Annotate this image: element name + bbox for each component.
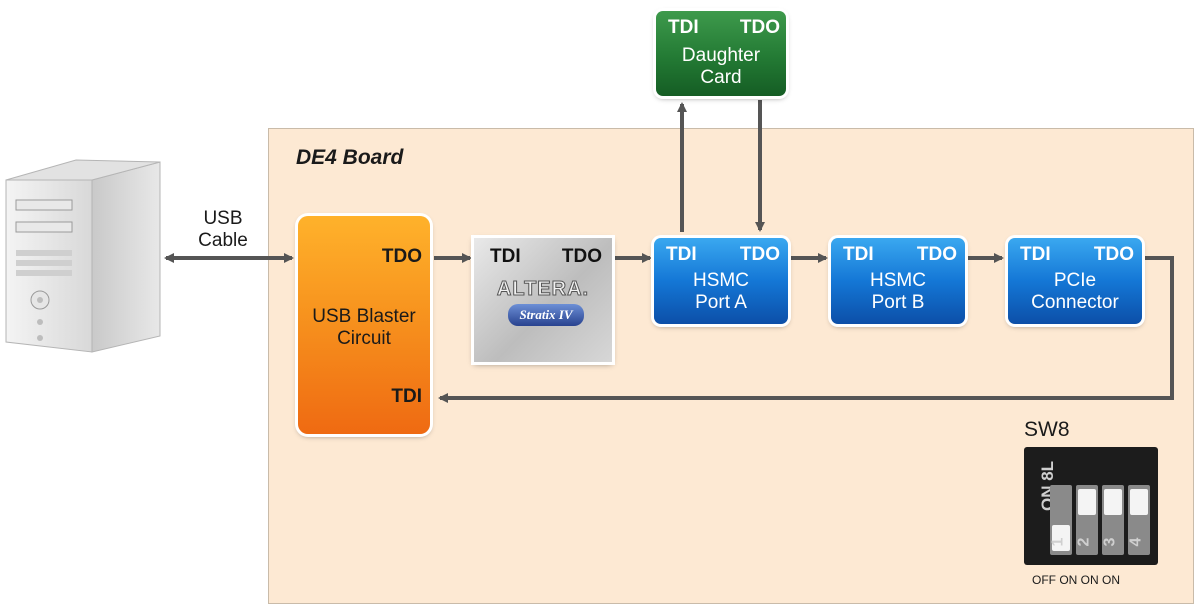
fpga-chip-block: TDI TDO ALTERA. Stratix IV xyxy=(474,238,612,362)
switch-states-caption: OFF ON ON ON xyxy=(1032,573,1120,587)
dip-number-1: 1 xyxy=(1049,537,1067,547)
blaster-name-line1: USB Blaster xyxy=(312,306,416,327)
dip-knob-2 xyxy=(1078,489,1096,515)
pcie-name-line2: Connector xyxy=(1031,292,1119,313)
altera-logo: ALTERA. xyxy=(496,278,590,301)
board-title: DE4 Board xyxy=(296,146,404,169)
hsmc-a-tdo-label: TDO xyxy=(739,244,780,265)
blaster-tdi-label: TDI xyxy=(391,386,422,407)
pcie-tdi-label: TDI xyxy=(1020,244,1051,265)
pcie-tdo-label: TDO xyxy=(1093,244,1134,265)
fpga-tdi-label: TDI xyxy=(490,246,521,267)
dip-knob-4 xyxy=(1130,489,1148,515)
dip-slot-3 xyxy=(1102,485,1124,555)
daughter-card-name: Daughter Card xyxy=(656,45,786,89)
hsmc-a-name: HSMC Port A xyxy=(654,270,788,314)
dip-knob-1 xyxy=(1052,525,1070,551)
dip-switch-photo: ON 8L 1 2 3 4 xyxy=(1024,447,1158,565)
stratix-logo: Stratix IV xyxy=(508,304,584,326)
sw8-label: SW8 xyxy=(1024,418,1070,441)
dip-number-3: 3 xyxy=(1101,537,1119,547)
daughter-name-line2: Card xyxy=(700,67,742,88)
pcie-name-line1: PCIe xyxy=(1053,270,1097,291)
blaster-tdo-label: TDO xyxy=(381,246,422,267)
dip-slot-2 xyxy=(1076,485,1098,555)
usb-cable-line2: Cable xyxy=(198,230,248,251)
hsmc-a-name-line1: HSMC xyxy=(693,270,749,291)
pc-tower-icon xyxy=(5,159,161,353)
daughter-tdi-label: TDI xyxy=(668,17,699,38)
daughter-name-line1: Daughter xyxy=(681,45,761,66)
dip-number-2: 2 xyxy=(1075,537,1093,547)
arrow-pcie-return-to-blaster xyxy=(438,256,1174,403)
dip-slot-1 xyxy=(1050,485,1072,555)
hsmc-a-tdi-label: TDI xyxy=(666,244,697,265)
pcie-name: PCIe Connector xyxy=(1008,270,1142,314)
usb-cable-line1: USB xyxy=(203,208,243,229)
hsmc-b-name-line1: HSMC xyxy=(870,270,926,291)
usb-cable-label: USB Cable xyxy=(188,208,258,252)
dip-knob-3 xyxy=(1104,489,1122,515)
blaster-name-line2: Circuit xyxy=(337,328,391,349)
daughter-tdo-label: TDO xyxy=(739,17,780,38)
dip-number-4: 4 xyxy=(1127,537,1145,547)
hsmc-b-name-line2: Port B xyxy=(871,292,925,313)
pcie-connector-block: TDI TDO PCIe Connector xyxy=(1008,238,1142,324)
hsmc-port-b-block: TDI TDO HSMC Port B xyxy=(831,238,965,324)
hsmc-a-name-line2: Port A xyxy=(695,292,747,313)
hsmc-port-a-block: TDI TDO HSMC Port A xyxy=(654,238,788,324)
hsmc-b-tdi-label: TDI xyxy=(843,244,874,265)
hsmc-b-tdo-label: TDO xyxy=(916,244,957,265)
blaster-name: USB Blaster Circuit xyxy=(298,306,430,350)
hsmc-b-name: HSMC Port B xyxy=(831,270,965,314)
usb-blaster-circuit-block: TDO USB Blaster Circuit TDI xyxy=(298,216,430,434)
daughter-card-block: TDI TDO Daughter Card xyxy=(656,11,786,96)
dip-slot-4 xyxy=(1128,485,1150,555)
fpga-tdo-label: TDO xyxy=(561,246,602,267)
